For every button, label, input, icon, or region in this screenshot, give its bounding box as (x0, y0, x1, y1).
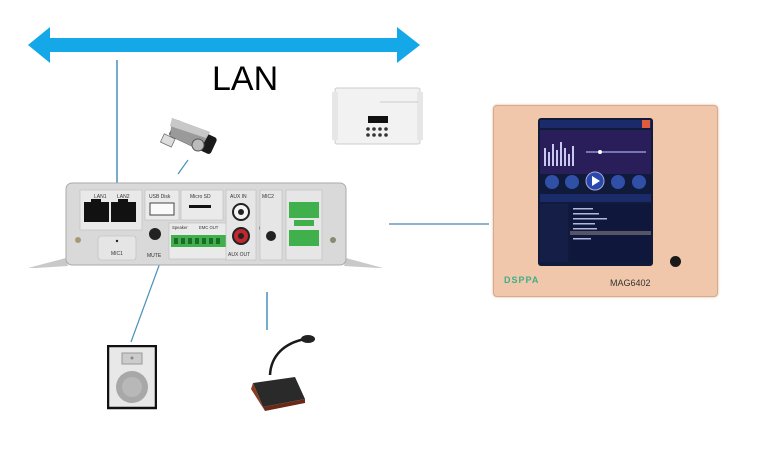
control-terminal-bottom[interactable] (289, 230, 319, 246)
mic-button[interactable] (632, 175, 646, 189)
wall-panel-screen[interactable] (538, 118, 653, 266)
usb-to-amplifier-line (177, 159, 189, 175)
lan1-label: LAN1 (94, 194, 107, 200)
emc-out-label: EMC OUT (199, 225, 219, 230)
panel-sensor (670, 256, 681, 267)
brand-logo: DSPPA (504, 275, 540, 285)
usb-label: USB Disk (149, 194, 171, 200)
rewind-button[interactable] (565, 175, 579, 189)
lan2-port[interactable] (111, 202, 136, 222)
mic2-jack[interactable] (266, 231, 276, 241)
aux-in-label: AUX IN (230, 194, 247, 200)
mic2-label: MIC2 (262, 194, 274, 200)
wall-panel-device (493, 105, 718, 297)
usb-port[interactable] (149, 202, 175, 216)
amplifier-device: LAN1 LAN2 MIC1 USB Disk Micro SD MUTE Sp… (28, 178, 388, 273)
control-terminal-top[interactable] (289, 202, 319, 218)
speaker-output-line (130, 251, 165, 343)
micro-sd-label: Micro SD (190, 194, 211, 200)
paging-microphone-icon (251, 335, 315, 411)
lan-arrow (28, 27, 420, 63)
network-module-icon (332, 87, 423, 145)
mic1-label: MIC1 (111, 251, 123, 257)
forward-button[interactable] (611, 175, 625, 189)
lan2-label: LAN2 (117, 194, 130, 200)
usb-flash-drive-icon (159, 118, 217, 154)
mute-label: MUTE (147, 253, 162, 259)
panel-model-label: MAG6402 (610, 278, 651, 288)
mute-knob[interactable] (149, 228, 161, 240)
playback-controls (545, 171, 646, 191)
lan1-port[interactable] (84, 202, 109, 222)
stop-button[interactable] (545, 175, 559, 189)
micro-sd-slot[interactable] (189, 205, 211, 208)
speaker-label: Speaker (172, 225, 188, 230)
lan-label: LAN (212, 60, 279, 98)
aux-out-label: AUX OUT (228, 252, 250, 258)
ceiling-speaker-icon (107, 345, 157, 410)
